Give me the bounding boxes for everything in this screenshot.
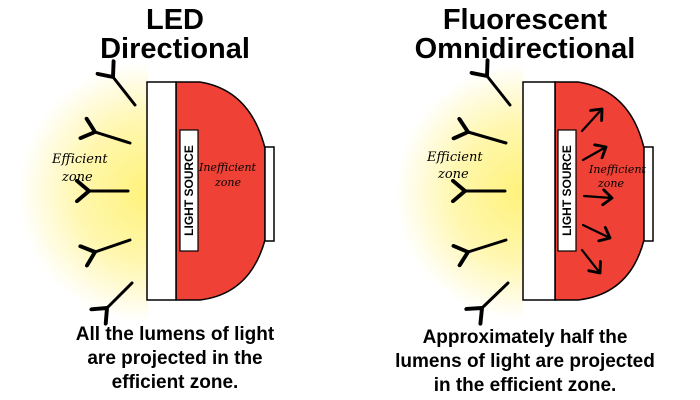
fluorescent-caption-line2: lumens of light are projected	[395, 351, 655, 372]
fluorescent-arrow-lower	[468, 238, 508, 252]
fluorescent-inner-arrows	[580, 109, 612, 273]
led-title-line1: LED	[146, 4, 204, 36]
fluorescent-title-line1: Fluorescent	[442, 4, 608, 36]
fluorescent-outer-arrows	[465, 76, 512, 308]
led-title-line2: Directional	[100, 33, 250, 65]
fluorescent-end-cap	[643, 146, 654, 242]
fluorescent-caption-line1: Approximately half the	[422, 327, 628, 348]
led-diagram: LIGHT SOURCE Efficient zone Inefficient …	[18, 0, 275, 400]
fluorescent-inefficient-label-line2: zone	[597, 177, 625, 190]
fluorescent-arrow-up	[487, 76, 512, 107]
fluorescent-inner-arrow-4	[581, 223, 610, 238]
fluorescent-title-line2: Omnidirectional	[414, 33, 636, 65]
led-caption: All the lumens of light are projected in…	[0, 323, 350, 395]
fluorescent-panel: Fluorescent Omnidirectional LIGHT SOUR	[350, 0, 700, 400]
led-light-source-label: LIGHT SOURCE	[182, 145, 196, 236]
fluorescent-caption-line3: in the efficient zone.	[433, 375, 617, 396]
fluorescent-inner-arrow-2	[581, 147, 606, 162]
led-light-source-box	[179, 129, 199, 252]
fluorescent-inner-arrow-3	[582, 196, 612, 198]
led-panel: LED Directional LIGHT SOURCE	[0, 0, 350, 400]
led-efficient-label-line1: Efficient	[51, 152, 108, 167]
led-arrow-down	[107, 281, 134, 308]
fluorescent-efficient-label-line1: Efficient	[426, 150, 483, 165]
fluorescent-inefficient-label-line1: Inefficient	[588, 163, 647, 176]
fluorescent-light-source-box	[557, 129, 577, 252]
fluorescent-inner-arrow-5	[580, 248, 600, 273]
led-arrow-upper	[95, 132, 132, 145]
led-end-cap	[264, 146, 275, 242]
led-diffuser-panel	[146, 81, 177, 301]
fluorescent-diffuser-panel	[522, 81, 556, 301]
led-arrows	[89, 77, 137, 308]
fluorescent-efficient-label-line2: zone	[437, 167, 469, 182]
fluorescent-arrow-down	[482, 281, 510, 308]
fluorescent-arrow-upper	[468, 132, 508, 145]
led-caption-line3: efficient zone.	[111, 372, 239, 393]
fluorescent-caption: Approximately half the lumens of light a…	[350, 326, 700, 398]
led-caption-line1: All the lumens of light	[75, 324, 275, 345]
led-arrow-up	[113, 77, 137, 107]
led-inefficient-label-line2: zone	[214, 176, 242, 189]
led-caption-line2: are projected in the	[87, 348, 263, 369]
led-efficient-label-line2: zone	[61, 170, 93, 185]
fluorescent-light-source-label: LIGHT SOURCE	[560, 145, 574, 236]
led-arrow-lower	[95, 238, 132, 252]
led-inefficient-label-line1: Inefficient	[198, 161, 257, 174]
fluorescent-inner-arrow-1	[580, 109, 602, 133]
fluorescent-diagram: LIGHT SOURCE Efficient zone Inefficient …	[395, 0, 654, 400]
